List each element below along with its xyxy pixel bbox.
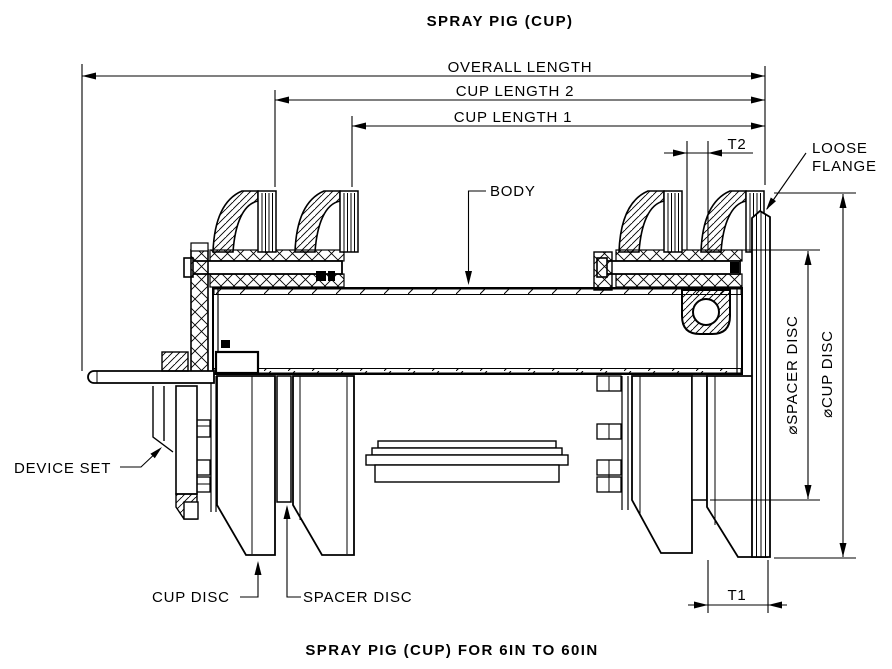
spacer-disc-label: SPACER DISC	[303, 589, 412, 606]
dim-cup-length-1: CUP LENGTH 1	[352, 109, 765, 130]
dim-cup-disc-dia: ⌀CUP DISC	[819, 194, 847, 557]
stud-bolt	[599, 260, 741, 275]
plate-stack	[365, 440, 569, 483]
spray-bar	[87, 370, 215, 384]
lug-hole	[692, 298, 720, 326]
left-cup-assembly	[183, 190, 359, 373]
dim-overall-length: OVERALL LENGTH	[82, 59, 765, 80]
dim-t2: T2	[664, 136, 753, 157]
body-label: BODY	[490, 183, 536, 200]
cup-disc-right-1	[631, 375, 693, 554]
label-device-set: DEVICE SET	[14, 447, 162, 477]
stud-nut	[316, 271, 326, 281]
spacer-disc-left	[276, 375, 292, 503]
dim-cup-length-2: CUP LENGTH 2	[275, 83, 765, 104]
drawing-title-bottom: SPRAY PIG (CUP) FOR 6IN TO 60IN	[305, 642, 598, 659]
drawing-title-top: SPRAY PIG (CUP)	[427, 13, 574, 30]
spray-bar-group	[87, 351, 215, 384]
dim-label-t1: T1	[727, 587, 746, 604]
spray-elbow	[161, 351, 189, 372]
device-fastener	[221, 340, 230, 348]
dim-spacer-disc-dia: ⌀SPACER DISC	[784, 251, 812, 499]
cup-disc-label: CUP DISC	[152, 589, 230, 606]
device-set-shape	[152, 385, 199, 520]
device-set-label: DEVICE SET	[14, 460, 111, 477]
loose-flange-label-line2: FLANGE	[812, 158, 877, 175]
flange-bolts-right	[596, 375, 622, 493]
cup-disc-left-1	[216, 375, 276, 556]
left-lower-discs	[195, 375, 355, 556]
loose-flange-label-line1: LOOSE	[812, 140, 868, 157]
device-mount-block	[214, 350, 260, 375]
label-body: BODY	[465, 183, 536, 285]
dim-label-overall-length: OVERALL LENGTH	[448, 59, 593, 76]
dim-label-cup-disc-dia: ⌀CUP DISC	[819, 330, 836, 418]
dim-t1: T1	[688, 587, 787, 609]
stud-nut	[730, 262, 739, 273]
loose-flange-shape	[751, 209, 771, 558]
dim-label-spacer-disc-dia: ⌀SPACER DISC	[784, 315, 801, 434]
body-tube	[212, 287, 743, 375]
cup-disc-left-2	[292, 375, 355, 556]
spacer-disc-right	[691, 375, 708, 501]
dim-label-t2: T2	[727, 136, 746, 153]
dim-label-cup-length-1: CUP LENGTH 1	[454, 109, 573, 126]
left-flange-step	[190, 242, 209, 252]
label-cup-disc: CUP DISC	[152, 561, 262, 606]
label-loose-flange: LOOSE FLANGE	[766, 140, 877, 210]
dim-label-cup-length-2: CUP LENGTH 2	[456, 83, 575, 100]
label-spacer-disc: SPACER DISC	[283, 505, 412, 606]
right-flange-plate	[593, 251, 613, 291]
left-flange-plate	[190, 249, 209, 373]
right-cup-assembly	[593, 190, 765, 335]
stud-washer	[328, 271, 335, 281]
spacer-block-row	[615, 273, 743, 288]
